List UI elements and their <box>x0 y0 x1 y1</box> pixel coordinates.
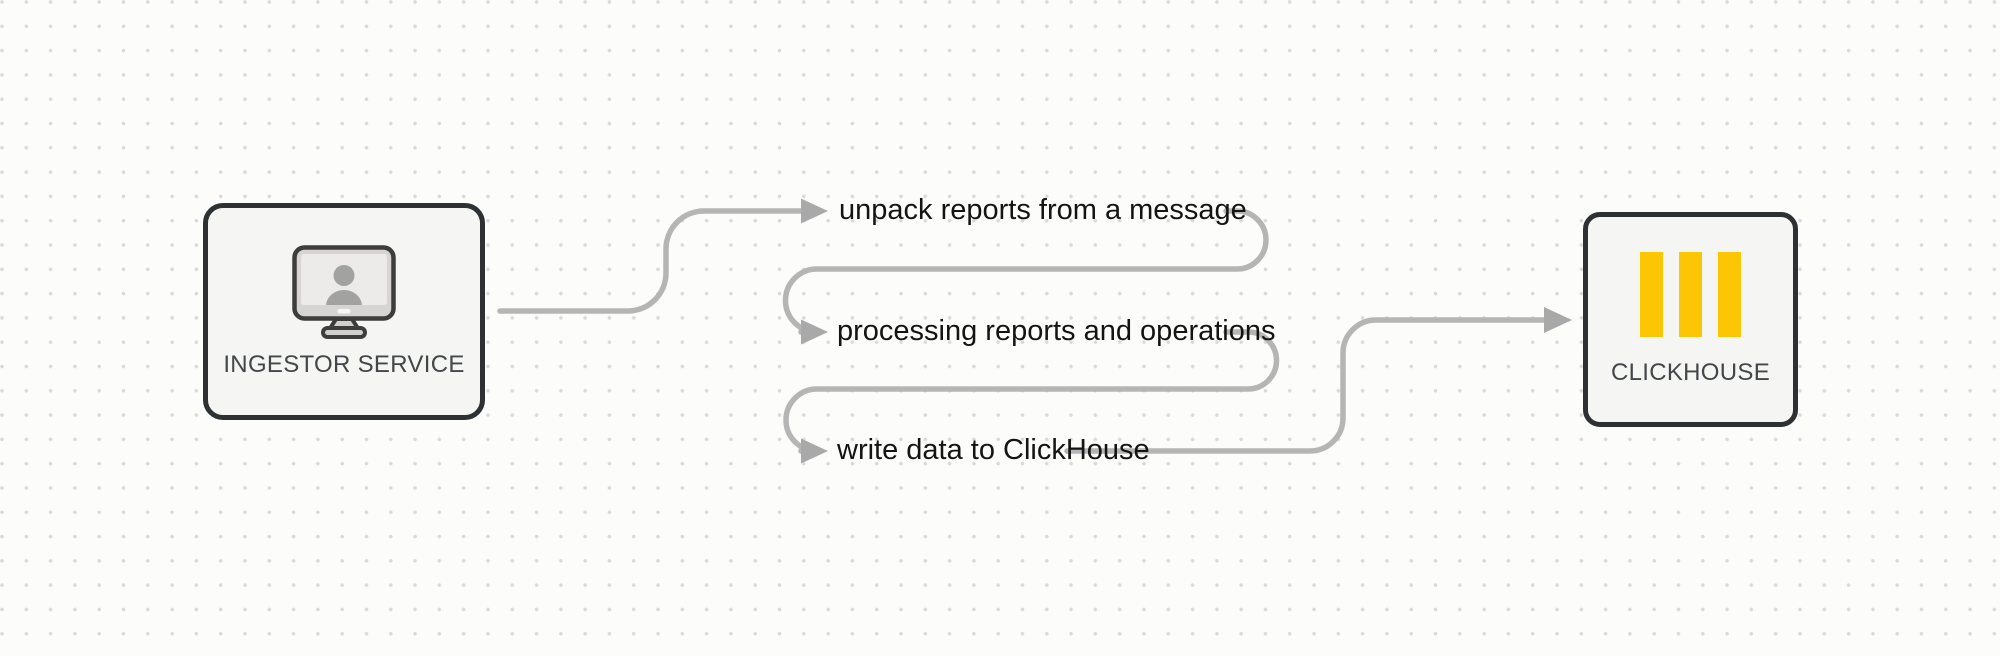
node-clickhouse: CLICKHOUSE <box>1583 212 1798 427</box>
connector-ingestor-to-step1 <box>497 208 804 314</box>
node-label: CLICKHOUSE <box>1610 359 1771 386</box>
clickhouse-logo-icon <box>1640 252 1741 337</box>
step-label-unpack-reports: unpack reports from a message <box>839 193 1247 226</box>
node-ingestor-service: INGESTOR SERVICE <box>203 203 485 420</box>
connector-step2-to-step3 <box>783 329 1280 454</box>
monitor-user-icon <box>292 244 396 339</box>
connector-step1-to-step2 <box>782 208 1269 335</box>
arrowhead-icon <box>801 319 828 345</box>
arrowhead-icon <box>801 438 828 464</box>
arrowhead-icon <box>801 198 828 224</box>
step-label-processing-reports: processing reports and operations <box>837 314 1276 347</box>
arrowhead-icon <box>1544 307 1572 333</box>
connector-step3-to-clickhouse <box>1064 317 1547 454</box>
node-label: INGESTOR SERVICE <box>223 350 465 378</box>
person-silhouette-icon <box>326 264 362 305</box>
step-label-write-data: write data to ClickHouse <box>837 433 1150 466</box>
